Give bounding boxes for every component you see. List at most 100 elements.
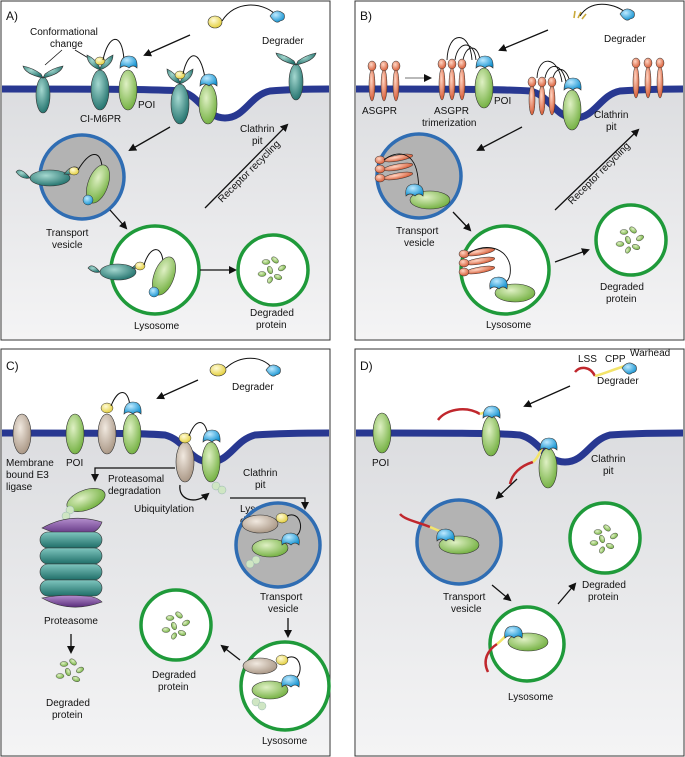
lysosome-label: Lysosome — [134, 321, 180, 332]
lysosome-complex — [484, 625, 549, 673]
proteasome-label: Proteasome — [44, 616, 98, 627]
cytoplasm — [356, 433, 683, 755]
asgpr-complex-in-pit — [527, 60, 582, 131]
arrow — [156, 379, 199, 400]
degrader-label: Degrader — [604, 34, 646, 45]
panel-c: C) Degrader Membrane bound E3 ligase POI — [0, 348, 331, 757]
pit-label: pit — [255, 480, 266, 491]
pit-label: pit — [606, 122, 617, 133]
degraded-fragments — [257, 256, 286, 284]
arrow — [109, 209, 128, 230]
e3-poi-complex-in-pit — [175, 422, 227, 495]
arrow — [452, 211, 472, 232]
degraded-label: Degraded — [250, 308, 294, 319]
cpp-label: CPP — [605, 354, 626, 365]
warhead-label: Warhead — [630, 348, 670, 359]
asgpr-monomers — [367, 60, 401, 102]
arrow — [554, 248, 590, 263]
poi-degrader-complex-in-pit — [508, 437, 558, 489]
lysosome-label: Lysosome — [508, 692, 554, 703]
degrader-label: Degrader — [597, 376, 639, 387]
poi-label: POI — [66, 458, 83, 469]
degrader-molecule — [573, 3, 635, 21]
degraded-fragments — [55, 658, 84, 682]
vesicle-complex — [399, 513, 480, 555]
poi-protein — [65, 413, 85, 455]
vesicle-label: Transport — [396, 226, 439, 237]
arrow — [476, 126, 523, 151]
e3-poi-complex — [97, 392, 142, 455]
trimer-label-2: trimerization — [422, 118, 476, 129]
degraded-fragments — [161, 611, 190, 640]
degrader-molecule — [574, 362, 637, 378]
poi-protein — [372, 412, 392, 454]
lysosome-label: Lysosome — [262, 736, 308, 747]
clathrin-label: Clathrin — [591, 454, 625, 465]
protein-label: protein — [52, 710, 83, 721]
lysosome-complex — [87, 249, 176, 298]
degraded-lysosome — [594, 203, 668, 277]
degraded-label: Degraded — [46, 698, 90, 709]
receptor-label: CI-M6PR — [80, 114, 121, 125]
ci-m6pr-receptor — [22, 65, 64, 114]
arrow — [523, 385, 571, 408]
poi-label: POI — [494, 96, 511, 107]
protein-label: protein — [158, 682, 189, 693]
recycling-arrow — [554, 128, 640, 211]
vesicle-complex — [241, 512, 302, 569]
degraded-label: Degraded — [600, 282, 644, 293]
vesicle-label-2: vesicle — [268, 604, 299, 615]
panel-d: D) LSS CPP Warhead Degrader POI Clathrin… — [354, 348, 685, 757]
plasma-membrane — [355, 429, 684, 466]
degrader-molecule — [207, 4, 285, 29]
lysosome-complex — [458, 247, 536, 303]
pit-label: pit — [603, 466, 614, 477]
pit-label: pit — [252, 136, 263, 147]
clathrin-label: Clathrin — [240, 124, 274, 135]
leader-line — [44, 49, 63, 66]
arrow — [491, 584, 512, 602]
clathrin-label: Clathrin — [594, 110, 628, 121]
e3-ligase — [12, 413, 32, 455]
receptor-poi-complex — [166, 55, 218, 125]
proteasomal-label-2: degradation — [108, 486, 161, 497]
asgpr-label: ASGPR — [362, 106, 397, 117]
panel-b: B) Degrader ASGPR ASGPR tri — [354, 0, 685, 341]
poi-label: POI — [138, 100, 155, 111]
degraded-label: Degraded — [152, 670, 196, 681]
lss-label: LSS — [578, 354, 597, 365]
vesicle-label-2: vesicle — [52, 240, 83, 251]
degraded-fragments — [589, 524, 618, 554]
lysosome-complex — [242, 654, 301, 711]
vesicle-complex — [374, 153, 451, 210]
vesicle-label-2: vesicle — [451, 604, 482, 615]
arrow — [557, 582, 577, 605]
trimer-label: ASGPR — [434, 106, 469, 117]
lysosome-label: Lysosome — [486, 320, 532, 331]
panel-label: B) — [360, 9, 372, 23]
degrader-label: Degrader — [262, 36, 304, 47]
vesicle-complex — [15, 154, 110, 206]
vesicle-label: Transport — [46, 228, 89, 239]
protein-label: protein — [256, 320, 287, 331]
e3-label-2: bound E3 — [6, 470, 49, 481]
degrader-molecule — [209, 357, 281, 377]
poi-protein — [118, 55, 138, 111]
vesicle-label: Transport — [260, 592, 303, 603]
proteasome — [39, 488, 106, 608]
degrader-label: Degrader — [232, 382, 274, 393]
vesicle-label: Transport — [443, 592, 486, 603]
proteasomal-label: Proteasomal — [108, 474, 164, 485]
ci-m6pr-receptor — [86, 38, 125, 111]
change-label: change — [50, 39, 83, 50]
recycling-arrow — [204, 123, 289, 209]
conformational-label: Conformational — [30, 27, 98, 38]
poi-degrader-complex — [436, 405, 501, 457]
clathrin-label: Clathrin — [243, 468, 277, 479]
panel-a: A) Degrader Conformational change CI-M6P… — [0, 0, 331, 341]
panel-label: C) — [6, 359, 19, 373]
ubiquitylation-label: Ubiquitylation — [134, 504, 194, 515]
lysosomal-branch-arrow — [230, 497, 309, 510]
panel-label: A) — [6, 9, 18, 23]
